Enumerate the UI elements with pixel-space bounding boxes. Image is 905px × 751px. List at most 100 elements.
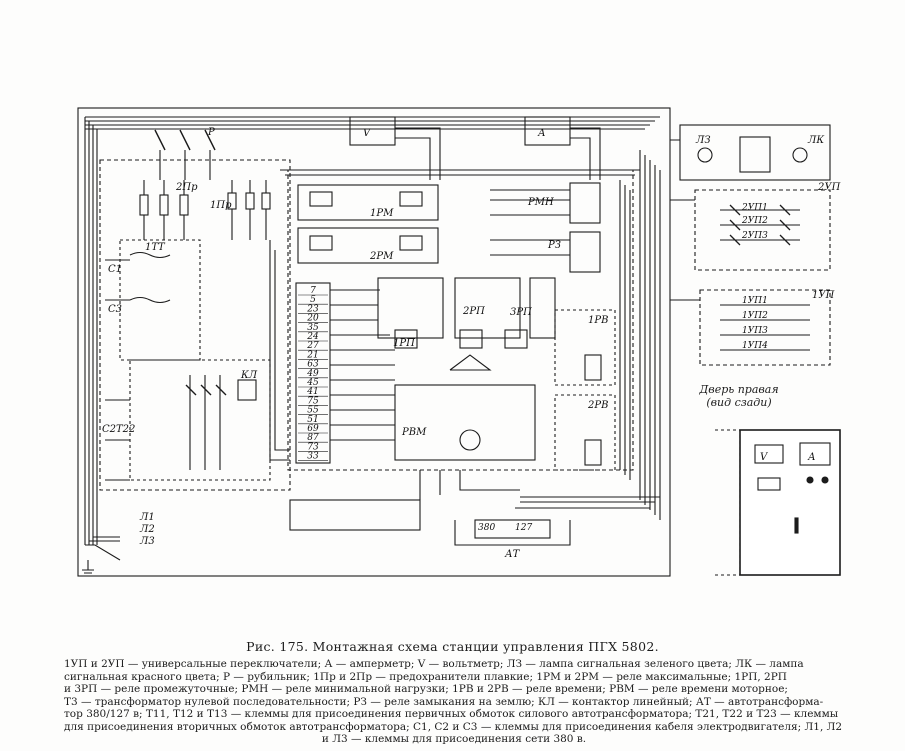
label-v: V xyxy=(363,128,372,139)
figure-caption: Рис. 175. Монтажная схема станции управл… xyxy=(246,639,659,654)
terminal-label: 87 xyxy=(307,433,319,443)
label-l3: Л3 xyxy=(139,536,155,547)
right-bus xyxy=(639,150,661,520)
label-c3: С3 xyxy=(108,304,122,315)
terminal-label: 27 xyxy=(306,341,319,351)
label-1pr: 1Пр xyxy=(210,200,232,211)
legend-line: сигнальная красного цвета; Р — рубильник… xyxy=(64,670,787,683)
relay-rmn xyxy=(569,182,601,224)
terminal-label: 21 xyxy=(306,350,318,360)
door-caption: Дверь правая (вид сзади) xyxy=(684,383,794,409)
terminal-label: 41 xyxy=(306,387,318,397)
terminal-label: 75 xyxy=(307,396,319,406)
label-a: А xyxy=(537,128,546,139)
relay-rz xyxy=(569,231,601,273)
label-1rm: 1РМ xyxy=(370,208,394,219)
label-1rp: 1РП xyxy=(393,338,415,349)
terminal-label: 24 xyxy=(306,332,319,342)
top-bus xyxy=(85,116,660,130)
left-dashed-zone xyxy=(99,159,291,491)
relay-2rv xyxy=(554,394,616,471)
terminal-label: 51 xyxy=(307,415,318,425)
fuse2-wires xyxy=(231,180,267,240)
label-rz: РЗ xyxy=(547,240,561,251)
label-1up1: 1УП1 xyxy=(742,296,768,306)
label-kl: КЛ xyxy=(240,370,258,381)
door-label-v: V xyxy=(760,452,769,463)
switch-2up xyxy=(694,189,831,271)
legend-line: для присоединения вторичных обмоток авто… xyxy=(64,720,843,733)
relay-2rm xyxy=(297,227,439,264)
fuse-wires xyxy=(143,180,185,240)
fuse-6 xyxy=(261,192,271,210)
label-lk: ЛК xyxy=(807,135,824,146)
bottom-bus xyxy=(515,496,660,509)
relay-3rp xyxy=(529,277,556,339)
label-c1: С1 xyxy=(108,264,122,275)
label-rmn: РМН xyxy=(527,197,554,208)
voltmeter-box xyxy=(349,116,396,146)
autotransformer xyxy=(454,520,571,546)
label-1rv: 1РВ xyxy=(588,315,608,326)
legend-line: Т3 — трансформатор нулевой последователь… xyxy=(64,695,824,708)
label-1up: 1УП xyxy=(812,290,835,301)
fuse-2 xyxy=(159,194,169,216)
relay-2rp xyxy=(454,277,521,339)
label-3rp: 3РП xyxy=(510,307,532,318)
left-bus xyxy=(84,117,98,545)
label-at: АТ xyxy=(504,549,521,560)
label-1tt: 1ТТ xyxy=(145,242,166,253)
label-c2: С2 xyxy=(102,424,116,435)
label-1up2: 1УП2 xyxy=(742,311,768,321)
terminal-label: 63 xyxy=(307,360,319,370)
terminal-label: 73 xyxy=(307,442,319,452)
legend-line: и Л3 — клеммы для присоединения сети 380… xyxy=(321,733,587,745)
terminal-label: 55 xyxy=(307,406,319,416)
label-2up2: 2УП2 xyxy=(741,216,768,226)
door-caption-line1: Дверь правая xyxy=(699,383,779,396)
terminal-label: 20 xyxy=(306,314,319,324)
label-lz: ЛЗ xyxy=(695,135,711,146)
label-1up4: 1УП4 xyxy=(742,341,768,351)
label-rvm: РВМ xyxy=(401,427,427,438)
terminal-label: 49 xyxy=(306,369,319,379)
terminal-label: 7 xyxy=(310,286,316,296)
lamp-panel xyxy=(679,124,831,181)
figure-legend: 1УП и 2УП — универсальные переключатели;… xyxy=(64,658,844,746)
fuse-5 xyxy=(245,192,255,210)
terminal-label: 45 xyxy=(306,378,319,388)
ct-coils xyxy=(129,251,171,304)
bottom-terminal-block xyxy=(289,499,421,531)
door-label-a: А xyxy=(807,452,816,463)
label-l1: Л1 xyxy=(139,512,155,523)
switch-feeders xyxy=(159,150,211,180)
relay-1rp xyxy=(377,277,444,339)
terminal-label: 35 xyxy=(307,323,319,333)
incoming-lines xyxy=(85,536,121,561)
kl-poles xyxy=(189,375,221,470)
label-2up1: 2УП1 xyxy=(741,203,768,213)
terminal-label: 33 xyxy=(307,452,319,462)
door-caption-line2: (вид сзади) xyxy=(706,396,772,409)
relay-1rm xyxy=(297,184,439,221)
label-t22: Т22 xyxy=(116,424,135,435)
lamp-lk xyxy=(792,147,808,163)
label-2rv: 2РВ xyxy=(587,400,608,411)
fuse-3 xyxy=(179,194,189,216)
label-2pr: 2Пр xyxy=(175,182,198,193)
label-2rm: 2РМ xyxy=(369,251,394,262)
label-at-127: 127 xyxy=(515,523,532,533)
legend-line: тор 380/127 в; Т11, Т12 и Т13 — клеммы д… xyxy=(64,708,839,720)
label-l2: Л2 xyxy=(139,524,155,535)
label-1up3: 1УП3 xyxy=(742,326,768,336)
legend-line: и 3РП — реле промежуточные; РМН — реле м… xyxy=(64,683,788,695)
label-2rp: 2РП xyxy=(462,306,485,317)
terminal-label: 5 xyxy=(310,295,316,305)
switch-p xyxy=(154,129,216,151)
legend-line: 1УП и 2УП — универсальные переключатели;… xyxy=(64,658,804,670)
ammeter-box xyxy=(524,116,571,146)
relay-1rv xyxy=(554,309,616,386)
fuse-1 xyxy=(139,194,149,216)
